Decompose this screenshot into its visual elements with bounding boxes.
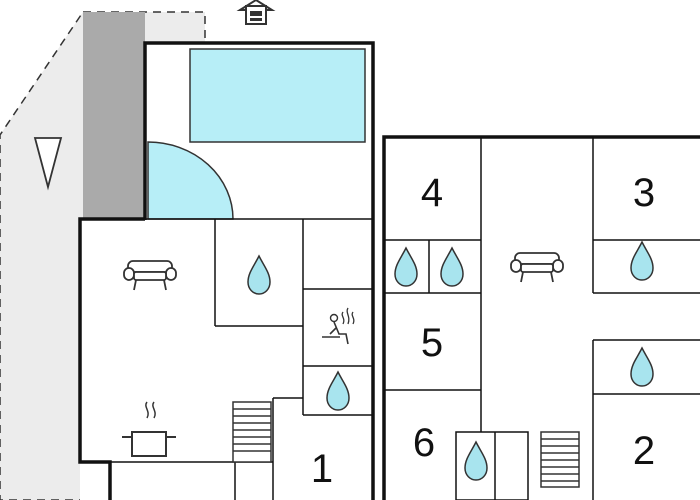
sauna-icon [322, 307, 355, 345]
swimming-pool [189, 48, 366, 143]
north-arrow-icon [33, 137, 63, 191]
terrace [83, 12, 145, 220]
room-number-5: 5 [421, 321, 443, 365]
room-number-2: 2 [633, 429, 655, 473]
room-number-3: 3 [633, 171, 655, 215]
pool-step [147, 141, 234, 220]
cooking-pot-icon [122, 401, 176, 457]
stairs [540, 431, 580, 488]
room-number-6: 6 [413, 421, 435, 465]
house-icon [236, 0, 276, 25]
room-number-4: 4 [421, 171, 443, 215]
right-building [382, 135, 700, 500]
left-building [78, 41, 375, 500]
room-number-1: 1 [311, 447, 333, 491]
stairs [232, 401, 272, 463]
